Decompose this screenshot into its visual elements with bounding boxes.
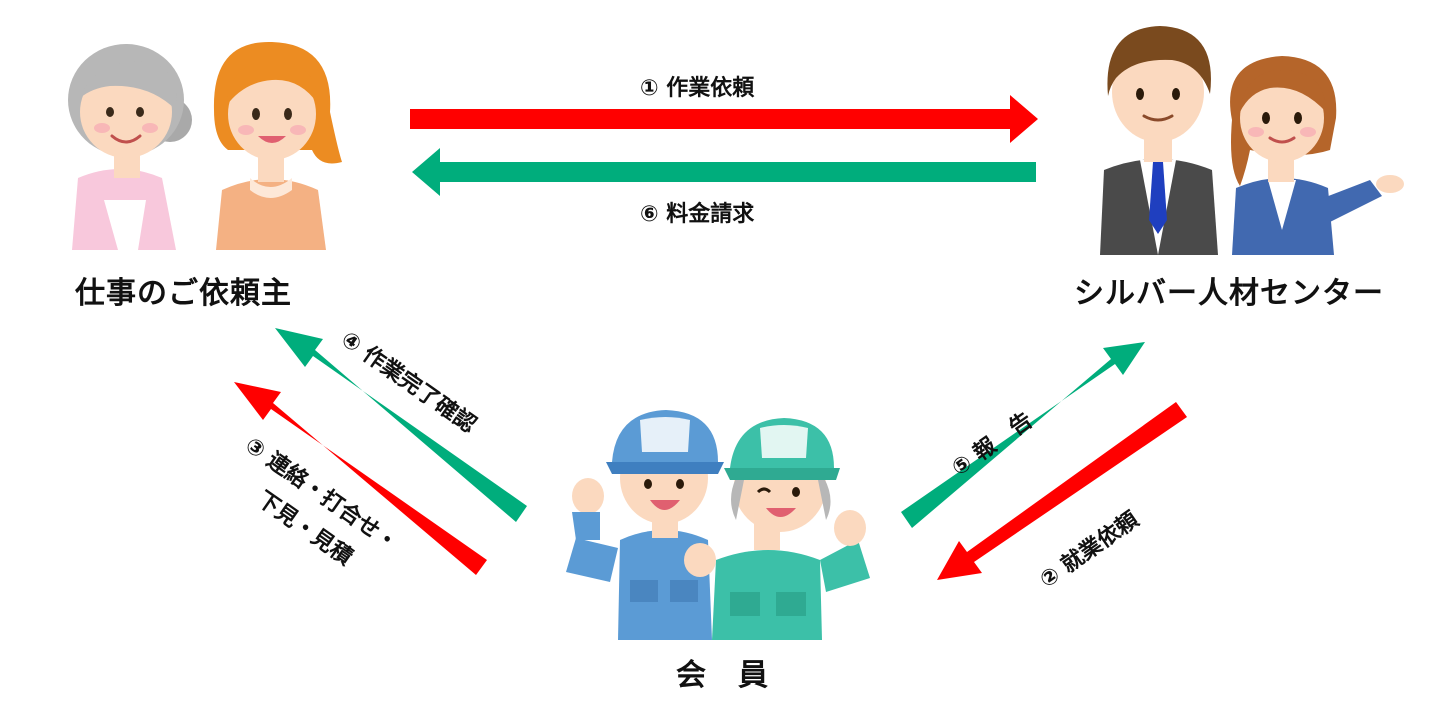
client-label: 仕事のご依頼主 <box>75 276 292 311</box>
businesswoman-icon <box>1230 56 1404 255</box>
teal-worker-icon <box>684 418 870 640</box>
member-illustration-icon <box>566 410 870 640</box>
step6-billing-arrow <box>412 148 1036 196</box>
client-illustration-icon <box>68 41 342 250</box>
young-woman-icon <box>213 41 342 250</box>
center-illustration-icon <box>1100 26 1404 255</box>
step2-job-request-arrow <box>937 402 1187 580</box>
elderly-woman-icon <box>68 44 192 250</box>
step1-label: ① 作業依頼 <box>640 76 755 101</box>
step6-label: ⑥ 料金請求 <box>640 202 755 227</box>
step3-contact-arrow <box>234 382 487 575</box>
step1-request-arrow <box>410 95 1038 143</box>
center-label: シルバー人材センター <box>1074 276 1384 311</box>
member-label: 会 員 <box>676 658 769 693</box>
step5-report-arrow <box>901 342 1145 528</box>
businessman-icon <box>1100 26 1218 255</box>
blue-worker-icon <box>566 410 724 640</box>
step4-completion-arrow <box>275 328 527 522</box>
